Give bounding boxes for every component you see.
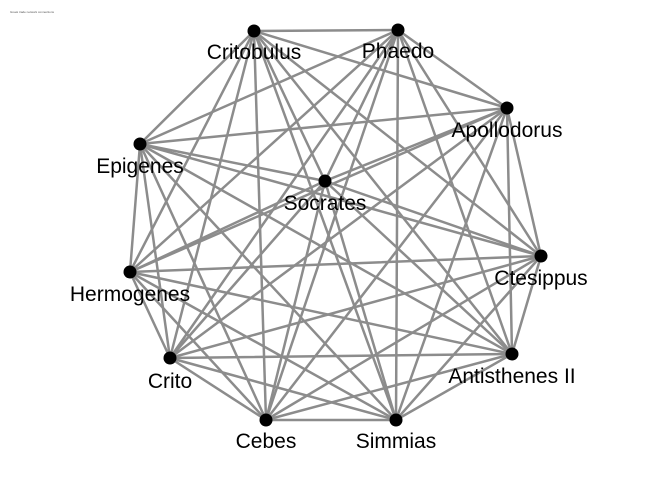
edge-phaedo-ctesippus [396,28,543,258]
edge-critobulus-socrates [252,29,327,183]
edge-apollodorus-crito [168,106,509,360]
edge-hermogenes-simmias [128,270,398,422]
edge-hermogenes-crito [128,270,172,360]
edge-phaedo-crito [168,28,400,360]
node-label-critobulus: Critobulus [207,41,302,64]
edge-phaedo-apollodorus [396,28,509,110]
edge-phaedo-socrates [323,28,400,183]
edge-epigenes-critobulus [138,29,256,146]
edge-socrates-hermogenes [128,179,327,274]
node-apollodorus[interactable] [500,101,514,115]
node-crito[interactable] [163,351,177,365]
edge-critobulus-cebes [252,29,268,422]
node-label-phaedo: Phaedo [362,40,434,63]
edge-hermogenes-cebes [128,270,268,422]
edge-socrates-ctesippus [323,179,543,258]
node-label-apollodorus: Apollodorus [452,119,563,142]
edge-apollodorus-simmias [394,106,509,422]
edge-socrates-simmias [323,179,398,422]
edge-phaedo-cebes [264,28,400,422]
edge-epigenes-antisthenes [138,142,514,356]
edge-socrates-cebes [264,179,327,422]
node-epigenes[interactable] [133,137,147,151]
node-label-epigenes: Epigenes [96,155,184,178]
edge-antisthenes-simmias [394,352,514,422]
edge-critobulus-hermogenes [128,29,256,274]
edge-crito-simmias [168,356,398,422]
edge-critobulus-crito [168,29,256,360]
edge-apollodorus-epigenes [138,106,509,146]
node-socrates[interactable] [318,174,332,188]
edge-apollodorus-ctesippus [505,106,543,258]
node-label-antisthenes: Antisthenes II [448,365,575,388]
edge-antisthenes-crito [168,352,514,360]
edge-ctesippus-hermogenes [128,254,543,274]
edge-critobulus-phaedo [252,28,400,33]
edge-ctesippus-crito [168,254,543,360]
labels-layer: Critobulus PhaedoApollodorusEpigenesSocra… [70,40,588,453]
node-ctesippus[interactable] [534,249,548,263]
edge-ctesippus-cebes [264,254,543,422]
edge-ctesippus-simmias [394,254,543,422]
edge-phaedo-hermogenes [128,28,400,274]
edge-phaedo-antisthenes [396,28,514,356]
edge-phaedo-epigenes [138,28,400,146]
node-phaedo[interactable] [391,23,405,37]
edge-apollodorus-cebes [264,106,509,422]
edge-epigenes-hermogenes [128,142,142,274]
edge-critobulus-apollodorus [252,29,509,110]
edge-epigenes-cebes [138,142,268,422]
node-critobulus[interactable] [247,24,261,38]
edge-crito-cebes [168,356,268,422]
nodes-layer [123,23,548,427]
node-label-ctesippus: Ctesippus [494,267,587,290]
edge-socrates-crito [168,179,327,360]
node-label-hermogenes: Hermogenes [70,283,190,306]
diagram-caption: Greek trade network connections [10,10,55,14]
node-cebes[interactable] [259,413,273,427]
edges-layer [128,28,543,422]
edge-epigenes-simmias [138,142,398,422]
node-label-crito: Crito [148,370,192,393]
node-simmias[interactable] [389,413,403,427]
node-label-socrates: Socrates [284,192,367,215]
edge-hermogenes-antisthenes [128,270,514,356]
edge-epigenes-crito [138,142,172,360]
node-antisthenes[interactable] [505,347,519,361]
edge-antisthenes-cebes [264,352,514,422]
edge-phaedo-simmias [394,28,400,422]
edge-epigenes-socrates [138,142,327,183]
node-label-simmias: Simmias [356,430,437,453]
node-hermogenes[interactable] [123,265,137,279]
edge-epigenes-ctesippus [138,142,543,258]
edge-ctesippus-antisthenes [510,254,543,356]
node-label-cebes: Cebes [236,430,297,453]
edge-apollodorus-antisthenes [505,106,514,356]
